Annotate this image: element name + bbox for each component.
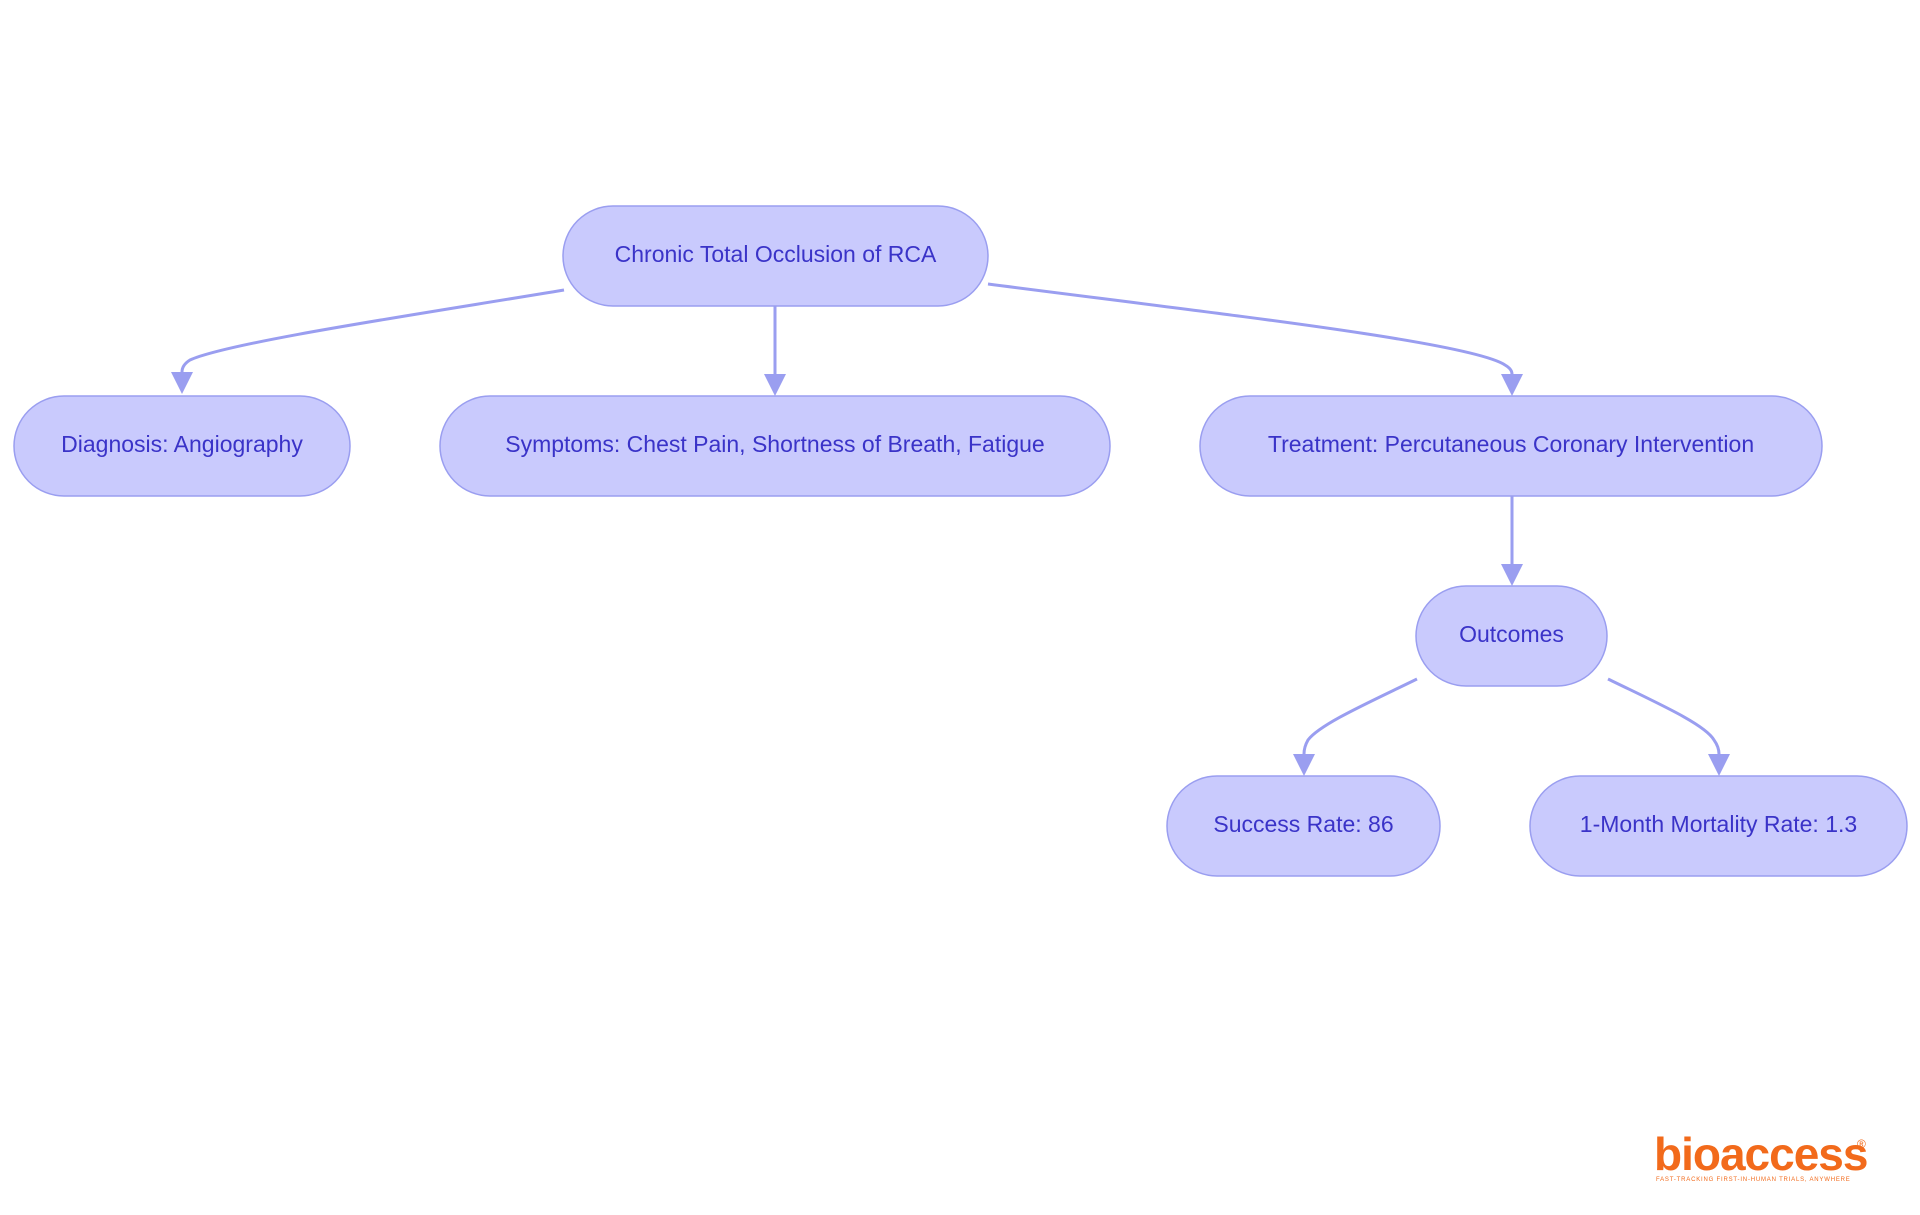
node-treatment-label: Treatment: Percutaneous Coronary Interve… bbox=[1268, 431, 1754, 457]
edge-root-to-treatment bbox=[987, 282, 1514, 375]
arrowhead-mortality bbox=[1708, 754, 1730, 776]
node-success-label: Success Rate: 86 bbox=[1213, 811, 1393, 837]
edge-root-to-diagnosis bbox=[180, 288, 565, 373]
node-success[interactable]: Success Rate: 86 bbox=[1166, 775, 1441, 877]
arrowhead-symptoms bbox=[764, 374, 786, 396]
node-treatment[interactable]: Treatment: Percutaneous Coronary Interve… bbox=[1199, 395, 1823, 497]
node-symptoms-label: Symptoms: Chest Pain, Shortness of Breat… bbox=[505, 431, 1044, 457]
node-diagnosis-label: Diagnosis: Angiography bbox=[61, 431, 303, 457]
edge-outcomes-to-mortality bbox=[1607, 677, 1721, 755]
arrowhead-diagnosis bbox=[171, 372, 193, 394]
node-symptoms[interactable]: Symptoms: Chest Pain, Shortness of Breat… bbox=[439, 395, 1111, 497]
logo-registered-mark: ® bbox=[1857, 1137, 1866, 1151]
node-outcomes-label: Outcomes bbox=[1459, 621, 1564, 647]
logo-tagline: FAST-TRACKING FIRST-IN-HUMAN TRIALS, ANY… bbox=[1656, 1177, 1851, 1183]
node-diagnosis[interactable]: Diagnosis: Angiography bbox=[13, 395, 351, 497]
node-mortality[interactable]: 1-Month Mortality Rate: 1.3 bbox=[1529, 775, 1908, 877]
node-root[interactable]: Chronic Total Occlusion of RCA bbox=[562, 205, 989, 307]
node-outcomes[interactable]: Outcomes bbox=[1415, 585, 1608, 687]
node-root-label: Chronic Total Occlusion of RCA bbox=[615, 241, 937, 267]
bioaccess-logo: bioaccess ® FAST-TRACKING FIRST-IN-HUMAN… bbox=[1654, 1128, 1868, 1183]
arrowhead-treatment bbox=[1501, 374, 1523, 396]
arrowhead-outcomes bbox=[1501, 564, 1523, 586]
arrowhead-success bbox=[1293, 754, 1315, 776]
node-mortality-label: 1-Month Mortality Rate: 1.3 bbox=[1580, 811, 1857, 837]
logo-wordmark: bioaccess bbox=[1654, 1128, 1867, 1180]
edges bbox=[171, 282, 1730, 776]
edge-outcomes-to-success bbox=[1302, 677, 1418, 755]
